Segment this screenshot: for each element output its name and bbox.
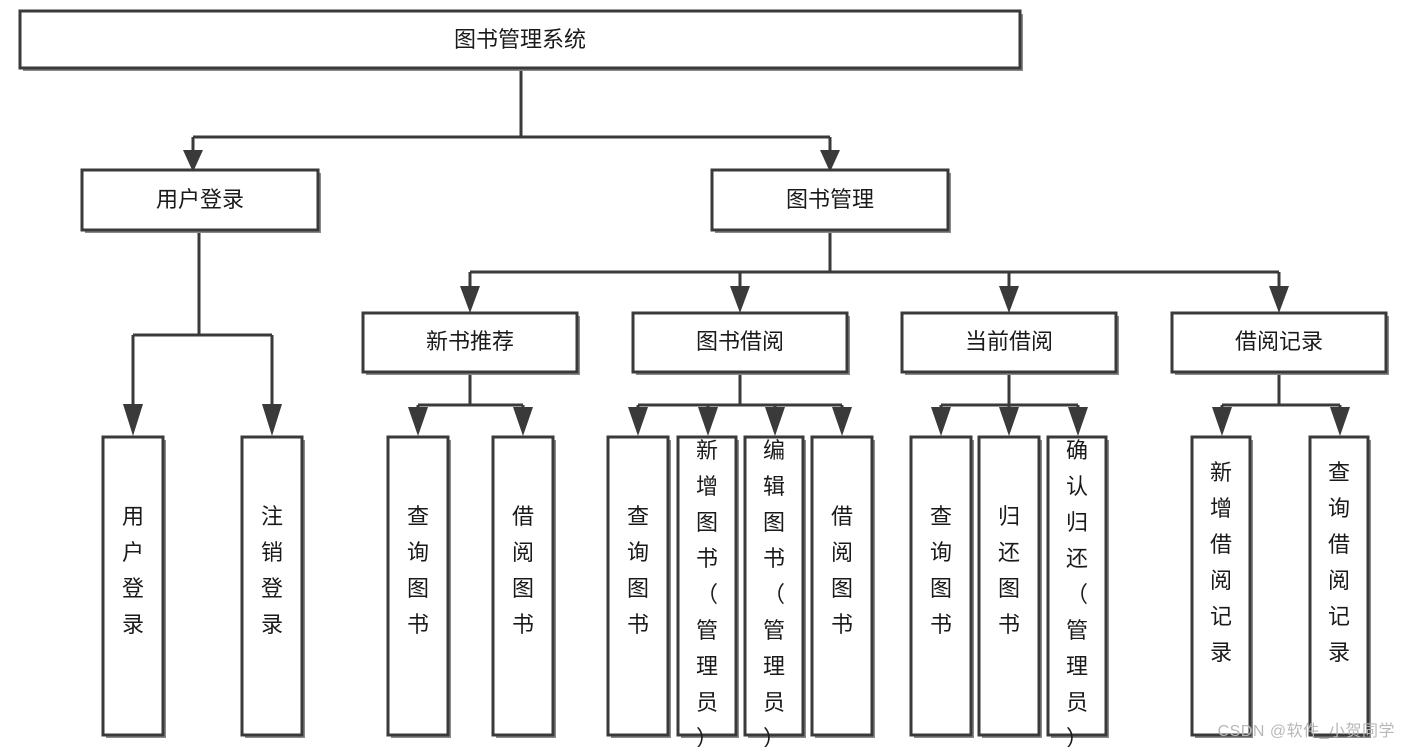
arrow-head-current-borrow (999, 286, 1019, 313)
node-leaf-query-record-label: 查询借阅记录 (1328, 460, 1350, 665)
node-leaf-user-login-label: 用户登录 (122, 504, 144, 637)
node-leaf-add-book[interactable]: 新增图书（管理员） (676, 435, 739, 747)
node-book-manage[interactable]: 图书管理 (710, 168, 951, 233)
node-root-label: 图书管理系统 (454, 27, 586, 52)
node-leaf-borrow-book-1-label: 借阅图书 (512, 504, 534, 637)
node-book-manage-label: 图书管理 (786, 187, 874, 212)
node-leaf-user-login[interactable]: 用户登录 (101, 435, 166, 738)
node-user-login[interactable]: 用户登录 (80, 168, 321, 233)
arrow-head-user-login (183, 150, 203, 172)
node-leaf-query-book-1[interactable]: 查询图书 (386, 435, 451, 738)
node-user-login-label: 用户登录 (156, 187, 244, 212)
node-leaf-query-book-3[interactable]: 查询图书 (909, 435, 974, 738)
node-leaf-query-book-2-label: 查询图书 (627, 504, 649, 637)
node-leaf-edit-book[interactable]: 编辑图书（管理员） (743, 435, 806, 747)
arrow-head-leaf-edit-book (765, 407, 785, 436)
arrow-head-leaf-confirm-return (1068, 407, 1088, 436)
arrow-head-leaf-query-book-1 (408, 407, 428, 436)
node-leaf-add-book-label: 新增图书（管理员） (696, 438, 718, 747)
arrow-head-leaf-return-book (999, 407, 1019, 436)
node-leaf-query-record[interactable]: 查询借阅记录 (1308, 435, 1371, 738)
node-book-borrow-label: 图书借阅 (696, 329, 784, 354)
node-leaf-edit-book-label: 编辑图书（管理员） (763, 438, 785, 747)
arrow-head-leaf-query-book-2 (628, 407, 648, 436)
node-leaf-return-book-label: 归还图书 (998, 504, 1020, 637)
node-leaf-borrow-book-2[interactable]: 借阅图书 (810, 435, 875, 738)
arrow-head-leaf-query-book-3 (931, 407, 951, 436)
node-leaf-query-book-3-label: 查询图书 (930, 504, 952, 637)
node-leaf-user-logout[interactable]: 注销登录 (240, 435, 305, 738)
node-leaf-add-record[interactable]: 新增借阅记录 (1190, 435, 1253, 738)
node-leaf-borrow-book-2-label: 借阅图书 (831, 504, 853, 637)
node-leaf-query-book-2[interactable]: 查询图书 (606, 435, 671, 738)
node-current-borrow[interactable]: 当前借阅 (900, 311, 1119, 375)
arrow-head-book-manage (820, 150, 840, 172)
node-leaf-confirm-return-label: 确认归还（管理员） (1066, 438, 1088, 747)
arrow-head-leaf-user-logout (262, 404, 282, 436)
node-leaf-add-record-label: 新增借阅记录 (1210, 460, 1232, 665)
arrow-head-leaf-add-record (1212, 407, 1232, 436)
node-borrow-record[interactable]: 借阅记录 (1170, 311, 1389, 375)
arrow-head-leaf-add-book (698, 407, 718, 436)
csdn-watermark: CSDN @软件_小贺同学 (1217, 723, 1395, 740)
node-new-book-rec[interactable]: 新书推荐 (361, 311, 580, 375)
node-current-borrow-label: 当前借阅 (965, 329, 1053, 354)
arrow-head-leaf-borrow-book-1 (513, 407, 533, 436)
node-leaf-confirm-return[interactable]: 确认归还（管理员） (1046, 435, 1109, 747)
arrow-head-leaf-query-record (1330, 407, 1350, 436)
arrow-head-new-book-rec (460, 286, 480, 313)
node-leaf-return-book[interactable]: 归还图书 (977, 435, 1042, 738)
arrow-head-leaf-borrow-book-2 (832, 407, 852, 436)
node-book-borrow[interactable]: 图书借阅 (631, 311, 850, 375)
node-leaf-user-logout-label: 注销登录 (261, 504, 283, 637)
arrow-head-leaf-user-login (123, 404, 143, 436)
node-leaf-borrow-book-1[interactable]: 借阅图书 (491, 435, 556, 738)
edges-layer (123, 70, 1350, 436)
arrow-head-book-borrow (730, 286, 750, 313)
node-root[interactable]: 图书管理系统 (18, 9, 1023, 71)
node-borrow-record-label: 借阅记录 (1235, 329, 1323, 354)
arrow-head-borrow-record (1269, 286, 1289, 313)
node-new-book-rec-label: 新书推荐 (426, 329, 514, 354)
node-leaf-query-book-1-label: 查询图书 (407, 504, 429, 637)
